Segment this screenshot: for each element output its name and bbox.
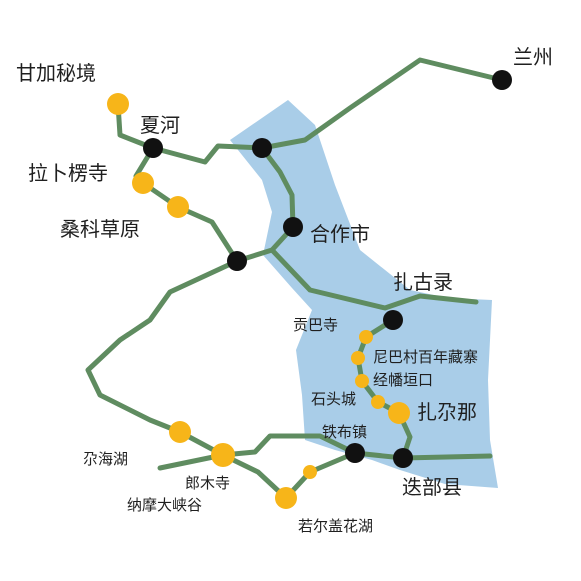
- gahai-marker[interactable]: [169, 421, 191, 443]
- jingfan-label: 经幡垣口: [373, 371, 433, 389]
- hezuo-label: 合作市: [310, 222, 370, 246]
- ganjia-label: 甘加秘境: [16, 61, 96, 85]
- town-markers: [143, 70, 512, 468]
- ruoergai-label: 若尔盖花湖: [298, 517, 373, 535]
- gahai-label: 尕海湖: [83, 450, 128, 468]
- lanzhou-marker[interactable]: [492, 70, 512, 90]
- sangke-label: 桑科草原: [60, 217, 140, 241]
- jingfan-marker[interactable]: [355, 374, 369, 388]
- poi-markers: [107, 93, 410, 509]
- road-ganjia-xiahe: [115, 101, 265, 165]
- lanzhou-label: 兰州: [513, 45, 553, 69]
- xiahe-label: 夏河: [140, 113, 180, 137]
- labuleng-marker[interactable]: [132, 172, 154, 194]
- poi-labels: 甘加秘境 拉卜楞寺 桑科草原 贡巴寺 尼巴村百年藏寨 经幡垣口 石头城 扎尕那 …: [16, 61, 478, 535]
- tiebu-marker[interactable]: [345, 443, 365, 463]
- xiahe-marker[interactable]: [143, 138, 163, 158]
- road-junction-gahai: [85, 258, 240, 458]
- niba-label: 尼巴村百年藏寨: [373, 348, 478, 366]
- hezuo-marker[interactable]: [283, 217, 303, 237]
- zhagulu-label: 扎古录: [393, 270, 453, 294]
- langmu-label: 郎木寺: [185, 474, 230, 492]
- road-diebu-east: [400, 453, 493, 461]
- ruoergai-marker[interactable]: [275, 487, 297, 509]
- junction-marker-west[interactable]: [227, 251, 247, 271]
- road-xiahe-junction: [133, 145, 240, 264]
- ruoergai-side-marker[interactable]: [303, 465, 317, 479]
- region-area: [230, 100, 498, 488]
- zhaerna-marker[interactable]: [388, 402, 410, 424]
- town-labels: 兰州 夏河 合作市 扎古录 铁布镇 迭部县: [140, 45, 553, 499]
- junction-marker-north[interactable]: [252, 138, 272, 158]
- niba-marker[interactable]: [351, 351, 365, 365]
- diebu-marker[interactable]: [393, 448, 413, 468]
- gongba-marker[interactable]: [359, 330, 373, 344]
- zhaerna-label: 扎尕那: [417, 400, 477, 424]
- shitou-marker[interactable]: [371, 395, 385, 409]
- zhagulu-marker[interactable]: [383, 310, 403, 330]
- sangke-marker[interactable]: [167, 196, 189, 218]
- road-hezuo-zhagulu: [269, 247, 479, 311]
- tiebu-label: 铁布镇: [322, 423, 367, 441]
- ganjia-marker[interactable]: [107, 93, 129, 115]
- diebu-label: 迭部县: [402, 475, 462, 499]
- gongba-label: 贡巴寺: [293, 316, 338, 334]
- namo-label: 纳摩大峡谷: [127, 496, 202, 514]
- shitou-label: 石头城: [311, 390, 356, 408]
- labuleng-label: 拉卜楞寺: [28, 161, 108, 185]
- langmu-marker[interactable]: [211, 443, 235, 467]
- road-lanzhou-hezuo: [259, 57, 505, 230]
